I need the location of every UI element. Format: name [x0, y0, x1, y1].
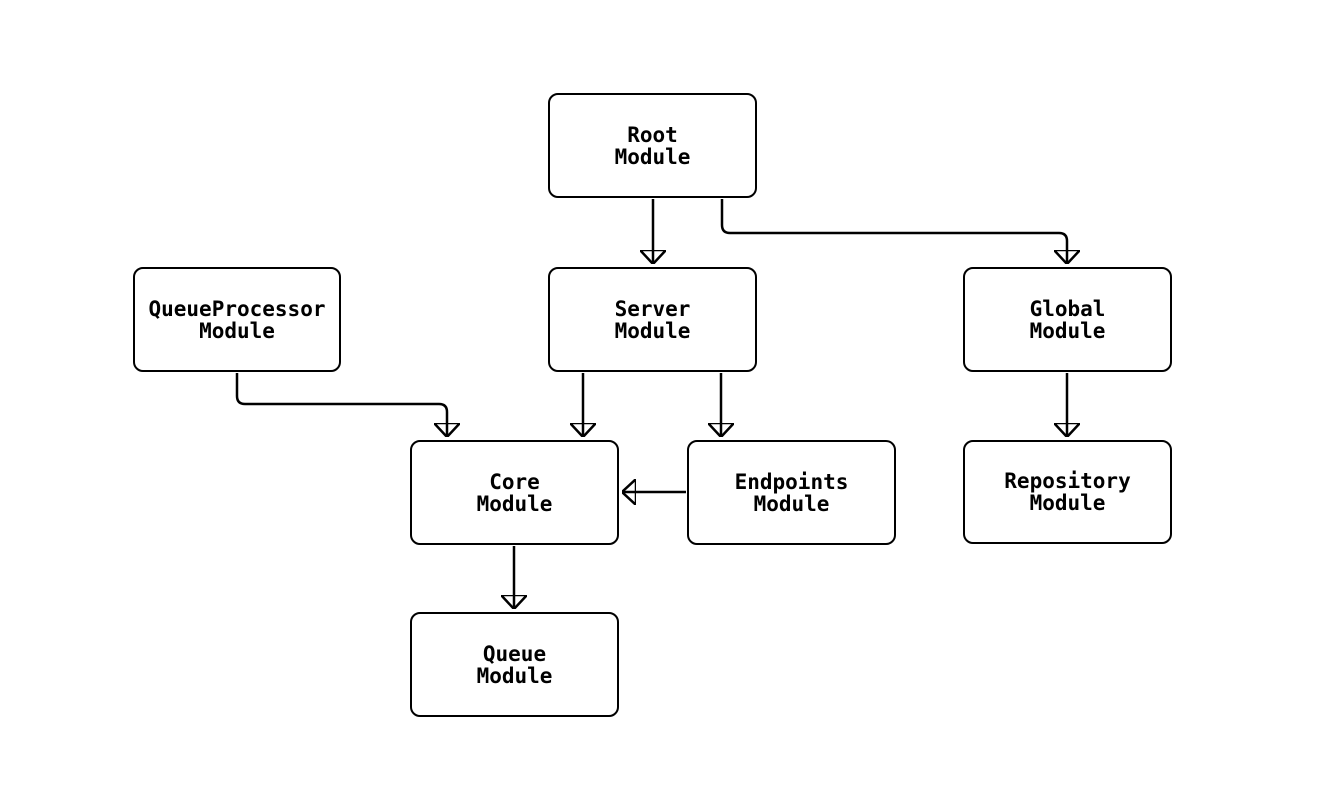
node-root-module: Root Module: [548, 93, 757, 198]
edge-root-to-global: [720, 199, 1067, 264]
node-server-module: Server Module: [548, 267, 757, 372]
node-repository-module-label: Repository Module: [1004, 469, 1131, 515]
node-endpoints-module-label: Endpoints Module: [734, 469, 849, 516]
node-root-module-label: Root Module: [614, 122, 691, 169]
edge-queueprocessor-to-core: [235, 373, 447, 437]
node-queue-module-label: Queue Module: [476, 641, 553, 688]
node-core-module-label: Core Module: [476, 469, 553, 516]
node-core-module: Core Module: [410, 440, 619, 545]
node-global-module: Global Module: [963, 267, 1172, 372]
node-endpoints-module: Endpoints Module: [687, 440, 896, 545]
node-queueprocessor-module-label: QueueProcessor Module: [148, 296, 326, 343]
node-repository-module: Repository Module: [963, 440, 1172, 544]
node-global-module-label: Global Module: [1029, 296, 1106, 343]
node-queueprocessor-module: QueueProcessor Module: [133, 267, 341, 372]
node-server-module-label: Server Module: [614, 296, 691, 343]
node-queue-module: Queue Module: [410, 612, 619, 717]
